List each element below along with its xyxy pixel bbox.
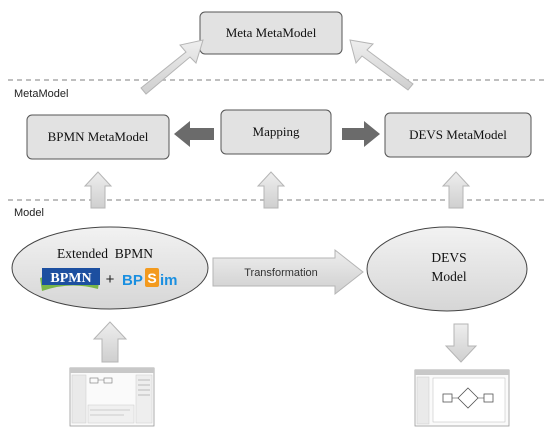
bpsim-logo-im: im (160, 272, 178, 289)
transformation-label: Transformation (244, 267, 318, 279)
bpmn-to-meta-arrow-icon (140, 39, 204, 95)
model-layer-label: Model (14, 207, 44, 219)
devs-tool-screenshot (414, 369, 510, 427)
meta-metamodel-label: Meta MetaModel (226, 25, 317, 40)
transformation-arrow: Transformation (212, 248, 364, 296)
devs-model-ellipse: DEVS Model (366, 226, 528, 312)
bpmn-metamodel-label: BPMN MetaModel (48, 129, 149, 144)
bpmn-tool-screenshot (69, 367, 155, 427)
bpsim-logo-s: S (147, 270, 156, 286)
mapping-to-devs-arrow-icon (342, 121, 380, 147)
metamodel-layer-label: MetaModel (14, 88, 68, 100)
devs-model-label-line1: DEVS (431, 250, 466, 265)
devs-model-label-line2: Model (431, 269, 466, 284)
bpsim-logo-bp: BP (122, 272, 143, 289)
devs-metamodel-label: DEVS MetaModel (409, 127, 507, 142)
extended-bpmn-ellipse: Extended BPMN BPMN + BP S im (11, 226, 209, 310)
devs-to-meta-arrow-icon (349, 39, 414, 91)
mapping-label: Mapping (253, 124, 300, 139)
bpmn-up-arrow-icon (83, 171, 113, 209)
bpmn-logo: BPMN (40, 268, 100, 291)
bpmn-metamodel-box: BPMN MetaModel (26, 114, 170, 160)
bpmn-logo-text: BPMN (50, 271, 91, 286)
devs-up-arrow-icon (441, 171, 471, 209)
meta-metamodel-box: Meta MetaModel (199, 11, 343, 55)
devs-metamodel-box: DEVS MetaModel (384, 112, 532, 158)
bpsim-logo: BP S im (122, 268, 178, 289)
devs-tool-down-arrow-icon (444, 323, 478, 363)
mapping-box: Mapping (220, 109, 332, 155)
mapping-up-arrow-icon (256, 171, 286, 209)
mapping-to-bpmn-arrow-icon (174, 121, 214, 147)
extended-bpmn-label: Extended BPMN (57, 246, 153, 261)
plus-sign: + (106, 271, 115, 288)
bpmn-tool-up-arrow-icon (92, 321, 128, 363)
